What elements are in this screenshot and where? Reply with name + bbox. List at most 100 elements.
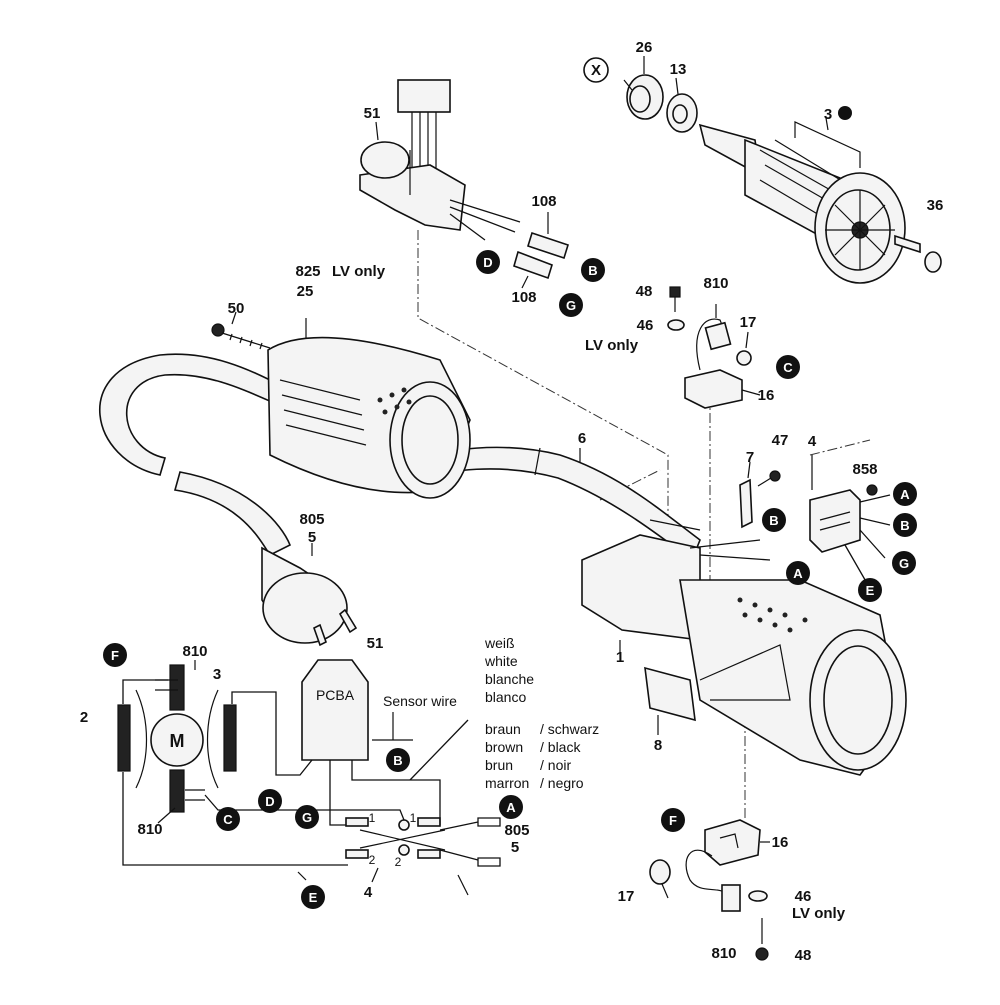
part-13: 13 [670, 61, 687, 78]
color-brown-2: brun [485, 757, 513, 773]
terminal-2a: 2 [369, 853, 376, 867]
part-805-bottom: 805 [504, 822, 529, 839]
part-8: 8 [654, 737, 662, 754]
color-brown-1: brown [485, 739, 523, 755]
svg-text:A: A [900, 487, 910, 502]
part-810-left-top: 810 [182, 643, 207, 660]
bearing-26 [626, 74, 664, 120]
sensor-wire-label: Sensor wire [383, 693, 457, 709]
part-17-top: 17 [740, 314, 757, 331]
svg-text:D: D [265, 794, 274, 809]
part-36: 36 [927, 197, 944, 214]
label-8 [644, 666, 696, 735]
svg-text:A: A [506, 800, 516, 815]
wiring-schematic [117, 659, 501, 896]
color-white-2: blanche [485, 671, 534, 687]
stator-2 [117, 689, 237, 789]
motor-housing-1 [581, 519, 907, 776]
pcba-label: PCBA [316, 687, 355, 703]
screw-48-bottom [748, 890, 769, 961]
armature-marker-dot [838, 106, 852, 120]
svg-text:G: G [566, 298, 576, 313]
svg-text:A: A [793, 566, 803, 581]
screw-47 [757, 470, 781, 487]
part-4-bottom: 4 [364, 884, 373, 901]
color-white-3: blanco [485, 689, 526, 705]
color-white-1: white [484, 653, 518, 669]
svg-text:B: B [393, 753, 402, 768]
part-810-top: 810 [703, 275, 728, 292]
part-48-top: 48 [636, 283, 653, 300]
brush-holder-16-bottom [649, 819, 770, 912]
callout-b-top: B [581, 258, 605, 282]
part-7: 7 [746, 449, 754, 466]
color-brown-3: marron [485, 775, 529, 791]
callout-d-schem: D [258, 789, 282, 813]
color-black-0: / schwarz [540, 721, 599, 737]
bearing-13 [666, 93, 698, 133]
callout-g-schem: G [295, 805, 319, 829]
housing-25 [267, 318, 471, 499]
part-47: 47 [772, 432, 789, 449]
callout-c-top: C [776, 355, 800, 379]
part-46-bottom: 46 [795, 888, 812, 905]
washer-36 [924, 251, 942, 273]
part-805-top: 805 [299, 511, 324, 528]
lv-only-mid: LV only [585, 337, 639, 354]
pcba-box [301, 659, 369, 761]
terminal-1b: 1 [410, 811, 417, 825]
terminal-1a: 1 [369, 811, 376, 825]
part-6: 6 [578, 430, 586, 447]
sleeve-108-a [527, 231, 569, 260]
screw-48-top [667, 286, 685, 331]
color-black-3: / negro [540, 775, 584, 791]
part-16-bottom: 16 [772, 834, 789, 851]
part-51-bottom: 51 [367, 635, 384, 652]
svg-text:D: D [483, 255, 492, 270]
terminal-2b: 2 [395, 855, 402, 869]
part-108-a: 108 [531, 193, 556, 210]
svg-text:F: F [111, 648, 119, 663]
bracket-7 [739, 461, 753, 529]
switch-4 [809, 455, 878, 553]
callout-x: X [583, 57, 609, 83]
callout-f-bottom: F [661, 808, 685, 832]
part-number-labels: 26 13 3 36 51 108 108 825 LV only 25 50 … [80, 39, 944, 964]
part-3-top: 3 [824, 106, 832, 123]
part-26: 26 [636, 39, 653, 56]
callout-g-top: G [559, 293, 583, 317]
svg-text:G: G [899, 556, 909, 571]
color-brown-0: braun [485, 721, 521, 737]
callout-b-schem: B [386, 748, 410, 772]
callout-a-mid: A [786, 561, 810, 585]
part-858: 858 [852, 461, 877, 478]
callout-a-schem: A [499, 795, 523, 819]
part-17-bottom: 17 [618, 888, 635, 905]
part-25: 25 [297, 283, 314, 300]
lv-only-top: LV only [332, 263, 386, 280]
pcba-51-assembly [359, 79, 569, 289]
lv-only-bottom: LV only [792, 905, 846, 922]
svg-text:B: B [588, 263, 597, 278]
part-16-top: 16 [758, 387, 775, 404]
switch-terminals [345, 817, 446, 859]
armature-3 [698, 123, 921, 284]
part-1: 1 [616, 649, 624, 666]
part-108-b: 108 [511, 289, 536, 306]
part-50: 50 [228, 300, 245, 317]
callout-f-schem: F [103, 643, 127, 667]
svg-text:C: C [223, 812, 233, 827]
callout-e-right: E [858, 578, 882, 602]
svg-text:C: C [783, 360, 793, 375]
part-51-top: 51 [364, 105, 381, 122]
svg-text:B: B [900, 518, 909, 533]
part-825-top: 825 [295, 263, 320, 280]
callout-x-label: X [591, 62, 601, 79]
motor-label: M [170, 731, 185, 751]
svg-text:E: E [309, 890, 318, 905]
color-black-2: / noir [540, 757, 571, 773]
callout-g-right: G [892, 551, 916, 575]
part-810-bottom: 810 [711, 945, 736, 962]
color-white-0: weiß [484, 635, 515, 651]
